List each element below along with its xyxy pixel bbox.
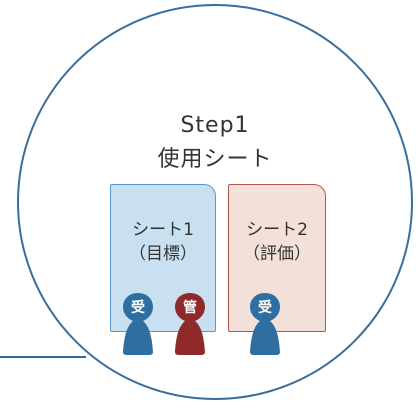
step-title: Step1 [180, 113, 250, 138]
pawn-icon-receiver-1: 受 [121, 292, 155, 356]
connector-line [0, 356, 86, 358]
pawn-label: 管 [183, 300, 197, 316]
pawn-label: 受 [258, 300, 272, 316]
pawn-icon-receiver-2: 受 [248, 292, 282, 356]
sheet-1-name: シート1 [132, 220, 194, 240]
sheet-1-purpose: （目標） [129, 244, 197, 264]
pawn-icon [250, 293, 280, 355]
sheet-2-purpose: （評価） [243, 244, 311, 264]
pawn-label: 受 [131, 300, 145, 316]
pawn-icon [175, 293, 205, 355]
step-subtitle: 使用シート [157, 147, 273, 172]
pawn-icon-manager: 管 [173, 292, 207, 356]
sheet-2-name: シート2 [246, 220, 308, 240]
pawn-icon [123, 293, 153, 355]
